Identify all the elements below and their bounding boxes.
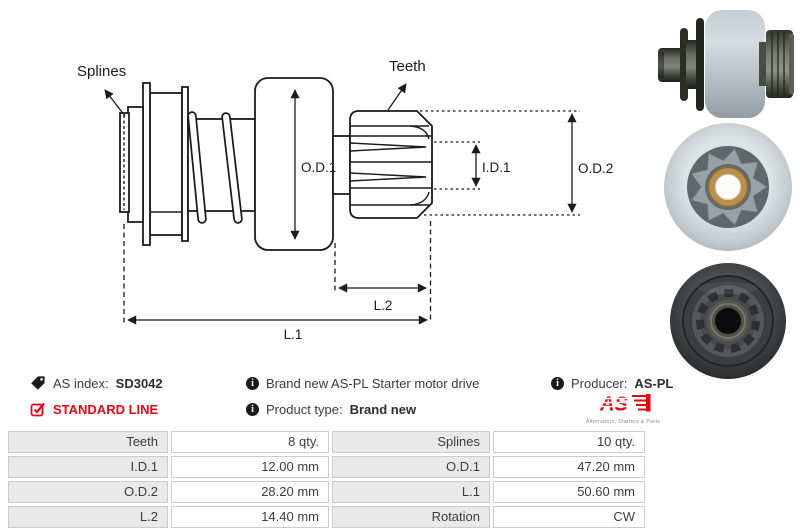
spec-value-cell: 14.40 mm bbox=[171, 506, 329, 528]
technical-drawing: Splines Teeth O.D.1 I.D.1 O.D.2 L.2 L.1 bbox=[77, 58, 613, 342]
standard-line-label: STANDARD LINE bbox=[53, 401, 159, 417]
tag-icon bbox=[31, 376, 45, 390]
description-row: Brand new AS-PL Starter motor drive bbox=[246, 375, 479, 391]
l2-dim-label: L.2 bbox=[374, 298, 393, 313]
producer-value: AS-PL bbox=[634, 375, 674, 391]
product-type-label: Product type: bbox=[266, 401, 343, 417]
id1-dim-label: I.D.1 bbox=[482, 160, 511, 175]
spec-label-cell: Splines bbox=[332, 431, 490, 453]
spec-value-cell: 50.60 mm bbox=[493, 481, 645, 503]
as-pl-logo: AS Alternators, Starters & Parts bbox=[578, 393, 668, 426]
logo-tagline: Alternators, Starters & Parts bbox=[585, 419, 661, 425]
product-type-row: Product type: Brand new bbox=[246, 401, 416, 417]
spec-label-cell: O.D.1 bbox=[332, 456, 490, 478]
spec-label-cell: I.D.1 bbox=[8, 456, 168, 478]
spec-value-cell: 12.00 mm bbox=[171, 456, 329, 478]
producer-row: Producer: AS-PL bbox=[551, 375, 673, 391]
spec-label-cell: Teeth bbox=[8, 431, 168, 453]
product-photo-side-view[interactable] bbox=[655, 4, 800, 124]
spec-value-cell: 28.20 mm bbox=[171, 481, 329, 503]
spec-label-cell: O.D.2 bbox=[8, 481, 168, 503]
spec-value-cell: 10 qty. bbox=[493, 431, 645, 453]
standard-line-row: STANDARD LINE bbox=[30, 401, 158, 417]
splines-callout: Splines bbox=[77, 63, 126, 80]
l1-dim-label: L.1 bbox=[284, 327, 303, 342]
as-index-label: AS index: bbox=[53, 375, 109, 391]
spec-value-cell: 8 qty. bbox=[171, 431, 329, 453]
spec-label-cell: L.1 bbox=[332, 481, 490, 503]
drive-outline bbox=[119, 77, 433, 251]
info-icon bbox=[246, 402, 259, 416]
spec-label-cell: Rotation bbox=[332, 506, 490, 528]
spec-value-cell: 47.20 mm bbox=[493, 456, 645, 478]
info-icon bbox=[551, 376, 564, 390]
reference-lines bbox=[123, 110, 580, 323]
checkbox-checked-icon bbox=[30, 402, 45, 417]
dimension-lines bbox=[104, 83, 577, 325]
as-pl-logo-mark: AS bbox=[598, 394, 651, 416]
spec-label-cell: L.2 bbox=[8, 506, 168, 528]
spec-value-cell: CW bbox=[493, 506, 645, 528]
od2-dim-label: O.D.2 bbox=[578, 161, 613, 176]
teeth-callout: Teeth bbox=[389, 58, 426, 75]
as-index-row: AS index: SD3042 bbox=[30, 375, 163, 391]
od1-dim-label: O.D.1 bbox=[301, 160, 336, 175]
product-photo-front-view[interactable] bbox=[662, 122, 794, 254]
logo-text: AS bbox=[599, 394, 628, 415]
info-icon bbox=[246, 376, 259, 390]
product-description: Brand new AS-PL Starter motor drive bbox=[266, 375, 480, 391]
product-type-value: Brand new bbox=[349, 401, 417, 417]
producer-label: Producer: bbox=[571, 375, 628, 391]
as-index-value: SD3042 bbox=[115, 375, 163, 391]
product-photo-rear-view[interactable] bbox=[667, 260, 789, 382]
